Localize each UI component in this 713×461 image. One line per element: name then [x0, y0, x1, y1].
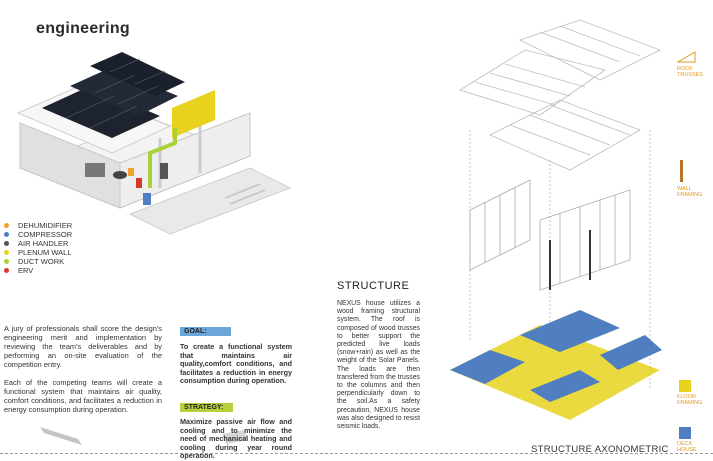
legend-label: COMPRESSOR — [18, 230, 73, 239]
legend-label: DEHUMIDIFIER — [18, 221, 73, 230]
axonometric-title: STRUCTURE AXONOMETRIC — [531, 444, 669, 455]
roof-trusses-icon — [677, 51, 696, 63]
legend-item: DUCT WORK — [4, 257, 72, 266]
wall-framing-icon — [680, 160, 683, 182]
roof-trusses — [459, 19, 661, 171]
floor-framing-label: FLOOR FRAMING — [677, 394, 703, 406]
floor-framing — [450, 310, 662, 420]
legend-item: PLENUM WALL — [4, 248, 72, 257]
deck-house-icon — [679, 427, 691, 439]
deck-house-label: DECK HOUSE — [677, 441, 697, 453]
legend-label: ERV — [18, 266, 34, 275]
roof-trusses-label: ROOF TRUSSES — [677, 66, 703, 78]
house-render — [16, 52, 292, 235]
structure-title: STRUCTURE — [337, 280, 410, 292]
legend-dot — [4, 223, 9, 228]
legend-item: DEHUMIDIFIER — [4, 221, 72, 230]
goal-text: To create a functional system that maint… — [180, 342, 292, 386]
structure-text: NEXUS house utilizes a wood framing stru… — [337, 300, 420, 431]
legend-dot — [4, 241, 9, 246]
solar-panels — [42, 52, 185, 138]
legend-label: DUCT WORK — [18, 257, 65, 266]
legend-item: COMPRESSOR — [4, 230, 72, 239]
wall-framing-label: WALL FRAMING — [677, 186, 703, 198]
intro-paragraph-1: A jury of professionals shall score the … — [4, 324, 162, 369]
duct-work — [148, 128, 177, 188]
legend-dot — [4, 268, 9, 273]
legend-label: PLENUM WALL — [18, 248, 72, 257]
wall-framing — [469, 179, 631, 291]
compressor — [143, 193, 151, 205]
erv-unit — [136, 178, 142, 188]
dehumidifier — [128, 168, 134, 176]
goal-label: GOAL: — [180, 327, 231, 336]
legend-dot — [4, 259, 9, 264]
legend-item: ERV — [4, 266, 72, 275]
floor-framing-icon — [679, 380, 691, 392]
page-title: engineering — [36, 20, 130, 37]
strategy-label: STRATEGY: — [180, 403, 233, 412]
structure-axonometric — [450, 19, 662, 420]
decorative-mark — [222, 430, 248, 444]
deck-platform — [128, 167, 292, 235]
equipment-legend: DEHUMIDIFIER COMPRESSOR AIR HANDLER PLEN… — [4, 221, 72, 275]
plenum-wall — [172, 90, 215, 138]
bottom-divider — [0, 453, 713, 454]
legend-dot — [4, 250, 9, 255]
legend-dot — [4, 232, 9, 237]
decorative-mark — [40, 427, 82, 445]
air-handler — [160, 163, 168, 179]
legend-label: AIR HANDLER — [18, 239, 69, 248]
intro-paragraph-2: Each of the competing teams will create … — [4, 378, 162, 414]
legend-item: AIR HANDLER — [4, 239, 72, 248]
house-wall-side — [119, 112, 251, 209]
strategy-text: Maximize passive air flow and cooling an… — [180, 417, 292, 461]
